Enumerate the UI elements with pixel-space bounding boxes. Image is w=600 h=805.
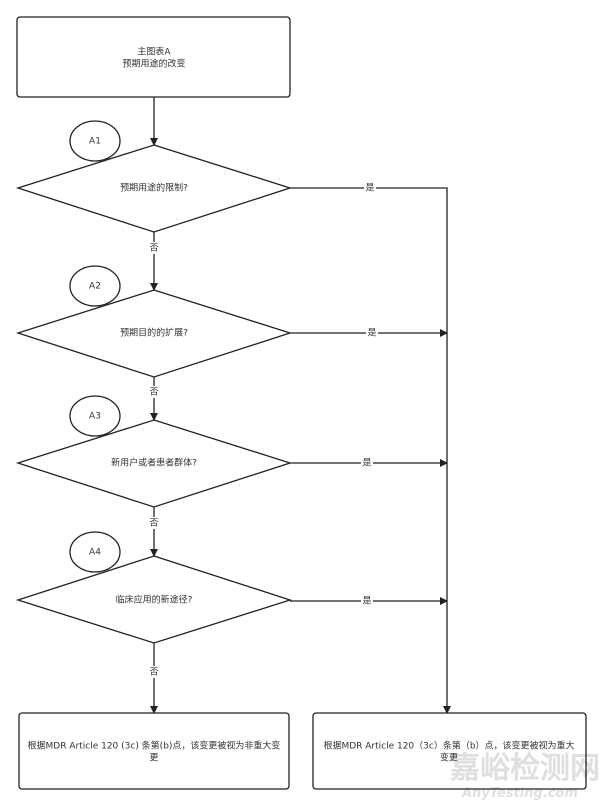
decision-tag: A2 [89, 282, 101, 292]
outcome-significant: 根据MDR Article 120（3c）条第（b）点，该变更被视为重大 变更 [312, 712, 587, 790]
yes-label: 是 [362, 458, 371, 469]
yes-label: 是 [362, 596, 371, 607]
decision-question: 预期目的的扩展? [120, 327, 188, 339]
no-label: 否 [149, 667, 158, 678]
tag-circle [69, 265, 121, 307]
tag-circle [69, 531, 121, 573]
yes-label: 是 [365, 183, 374, 194]
outcome-text: 更 [149, 753, 158, 764]
decision-tag: A3 [89, 412, 101, 422]
outcome-non-significant: 根据MDR Article 120 (3c) 条第(b)点，该变更被视为非重大变… [18, 712, 290, 790]
yes-label: 是 [367, 328, 376, 339]
decision-a4: A4 临床应用的新途径? [15, 531, 293, 644]
decision-tag: A1 [89, 137, 101, 147]
decision-a2: A2 预期目的的扩展? [15, 265, 293, 378]
tag-circle [69, 395, 121, 437]
outcome-text: 根据MDR Article 120 (3c) 条第(b)点，该变更被视为非重大变 [28, 740, 281, 752]
decision-a1: A1 预期用途的限制? [15, 120, 293, 233]
outcome-text: 变更 [440, 752, 458, 764]
decision-a3: A3 新用户或者患者群体? [15, 395, 293, 508]
watermark: AnyTesting.com [461, 786, 578, 801]
decision-question: 新用户或者患者群体? [111, 457, 197, 469]
decision-tag: A4 [89, 548, 101, 558]
decision-question: 预期用途的限制? [120, 182, 188, 194]
start-subtitle: 预期用途的改变 [122, 58, 185, 70]
start-box: 主图表A 预期用途的改变 [16, 16, 291, 98]
tag-circle [69, 120, 121, 162]
decision-question: 临床应用的新途径? [116, 594, 193, 606]
watermark: 嘉峪检测网 [450, 751, 600, 786]
no-label: 否 [149, 518, 158, 529]
outcome-text: 根据MDR Article 120（3c）条第（b）点，该变更被视为重大 [323, 740, 574, 752]
no-label: 否 [149, 243, 158, 254]
no-label: 否 [149, 387, 158, 398]
connector-yes-trunk [290, 187, 451, 714]
start-title: 主图表A [137, 46, 171, 58]
